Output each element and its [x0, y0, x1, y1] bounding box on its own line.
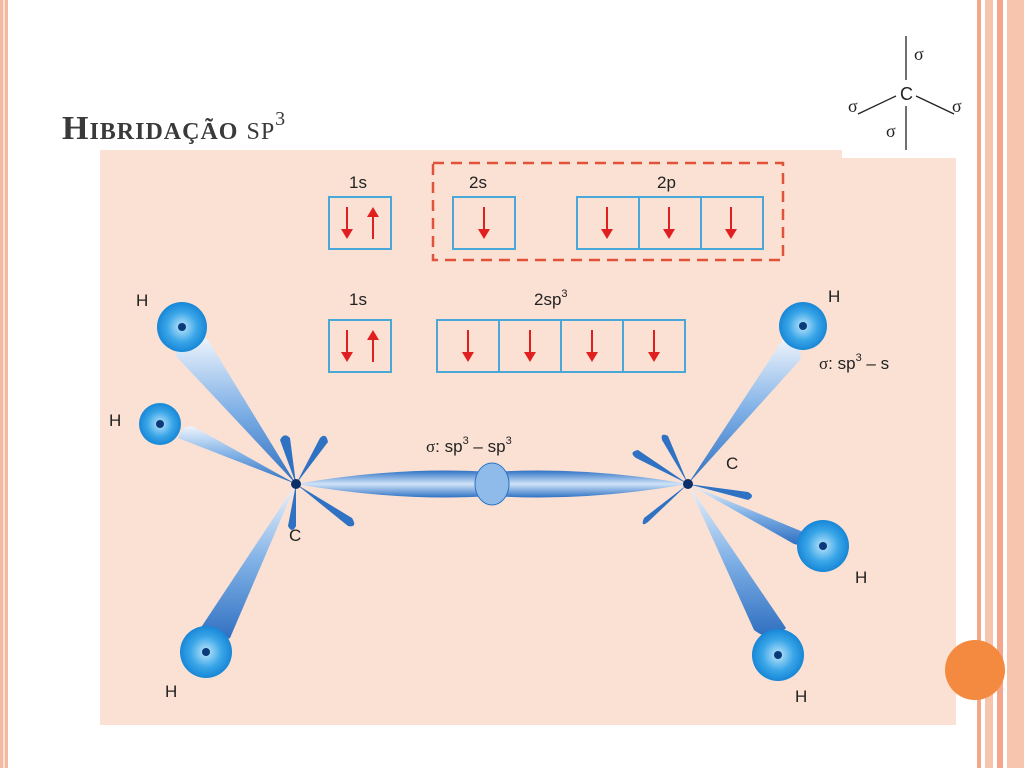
orbital-box-2s	[452, 196, 516, 250]
title-suffix: sp3	[246, 108, 287, 147]
title-main: Hibridação	[62, 110, 239, 147]
back-lobe	[688, 484, 752, 500]
valence-dashed-box	[431, 161, 785, 262]
carbon-nucleus-right	[683, 479, 693, 489]
ch-sigma-lobe	[175, 337, 296, 484]
hybridization-diagram-panel: 1s 2s 2p 1s 2sp3	[100, 150, 956, 725]
label-1s-ground: 1s	[349, 173, 367, 192]
orange-accent-circle	[945, 640, 1005, 700]
hydrogen-label: H	[795, 687, 807, 706]
electron-down-arrow	[662, 206, 676, 240]
electron-down-arrow	[461, 329, 475, 363]
ch-sigma-lobe	[688, 484, 808, 545]
carbon-nucleus-left	[291, 479, 301, 489]
back-lobe	[642, 484, 688, 525]
bond-node	[474, 462, 510, 506]
electron-up-arrow	[366, 329, 380, 363]
ch-sigma-lobe	[178, 426, 296, 484]
mini-sigma-bottom: σ	[886, 121, 896, 141]
hybridization-diagram: 1s 2s 2p 1s 2sp3	[109, 161, 889, 706]
back-lobe	[296, 484, 355, 527]
orbital-box-1s-ground	[328, 196, 392, 250]
ch-sigma-lobe	[688, 484, 786, 637]
hydrogen-label: H	[828, 287, 840, 306]
mini-sigma-right: σ	[952, 96, 962, 116]
back-lobe	[661, 434, 688, 484]
back-lobe	[632, 450, 688, 484]
ch-bond-annotation: σ: sp3 – s	[819, 352, 889, 373]
electron-down-arrow	[340, 329, 354, 363]
right-frame-stripes	[977, 0, 1024, 768]
electron-down-arrow	[724, 206, 738, 240]
carbon-label-left: C	[289, 526, 301, 545]
mini-sigma-top: σ	[914, 44, 924, 64]
back-lobe	[296, 435, 328, 484]
electron-down-arrow	[600, 206, 614, 240]
back-lobe	[288, 484, 296, 530]
hydrogen-label: H	[109, 411, 121, 430]
carbon-sigma-structure: C σ σ σ σ	[848, 36, 962, 150]
mini-sigma-left: σ	[848, 96, 858, 116]
panel-notch	[842, 150, 956, 158]
electron-down-arrow	[585, 329, 599, 363]
ch-sigma-lobe	[198, 484, 296, 641]
label-2s: 2s	[469, 173, 487, 192]
back-lobe	[280, 435, 296, 484]
hydrogen-label: H	[136, 291, 148, 310]
orbital-box-1s-hybrid	[328, 319, 392, 373]
label-2sp3: 2sp3	[534, 288, 568, 309]
hydrogen-label: H	[165, 682, 177, 701]
electron-down-arrow	[477, 206, 491, 240]
carbon-label-right: C	[726, 454, 738, 473]
orbital-box-2p	[576, 196, 764, 250]
cc-bond-annotation: σ: sp3 – sp3	[426, 435, 512, 456]
mini-carbon-label: C	[900, 84, 913, 104]
electron-down-arrow	[340, 206, 354, 240]
electron-down-arrow	[647, 329, 661, 363]
electron-up-arrow	[366, 206, 380, 240]
ch-sigma-lobe	[688, 338, 801, 484]
hydrogen-label: H	[855, 568, 867, 587]
electron-down-arrow	[523, 329, 537, 363]
left-frame-stripe	[0, 0, 8, 768]
label-2p: 2p	[657, 173, 676, 192]
label-1s-hybrid: 1s	[349, 290, 367, 309]
